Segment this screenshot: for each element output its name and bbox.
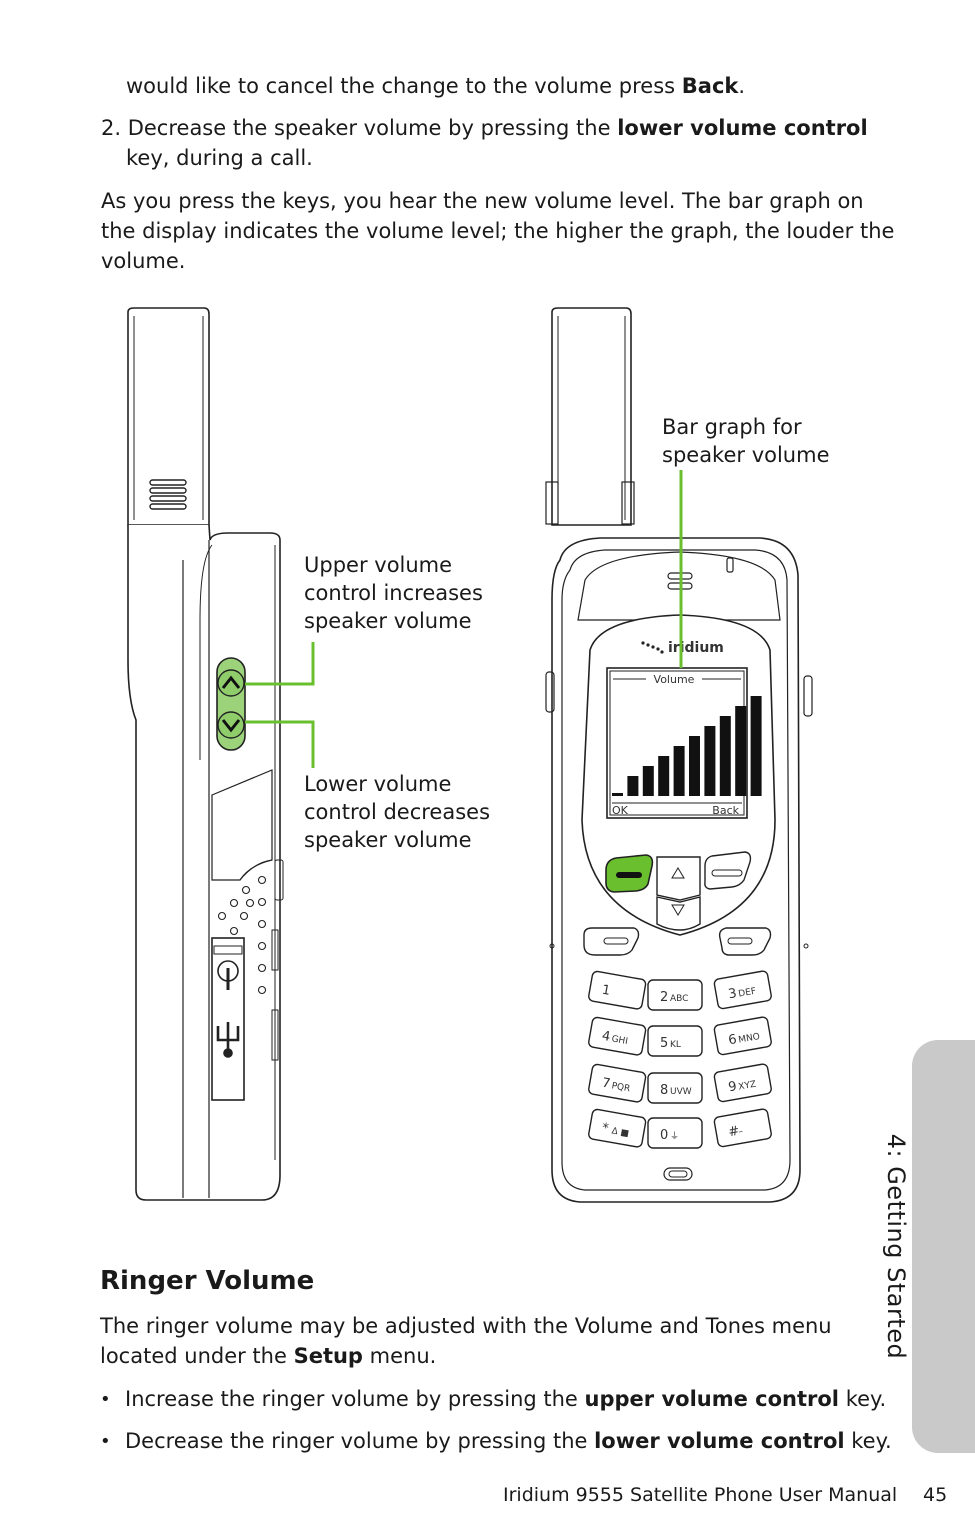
volume-bar-graph — [612, 696, 762, 796]
keypad-key[interactable]: *Δ ■ — [588, 1108, 647, 1148]
screen-softkey-back: Back — [712, 804, 739, 817]
keypad-key-number: 6 — [727, 1032, 738, 1048]
antenna-grille — [149, 479, 187, 510]
callout-line: control increases — [304, 581, 483, 605]
callout-line: control decreases — [304, 800, 491, 824]
keypad-key-number: * — [601, 1121, 610, 1137]
volume-bar — [658, 756, 670, 796]
callout-leaders-side — [245, 642, 315, 768]
page-number: 45 — [923, 1484, 948, 1506]
step-2: 2. Decrease the speaker volume by pressi… — [101, 116, 868, 140]
bullet-item-2: Decrease the ringer volume by pressing t… — [125, 1429, 892, 1453]
footer-title: Iridium 9555 Satellite Phone User Manual — [503, 1484, 898, 1506]
keypad-key[interactable]: #– — [713, 1108, 772, 1148]
speaker-holes — [217, 875, 267, 995]
volume-bar — [735, 706, 747, 796]
section-heading: Ringer Volume — [100, 1266, 315, 1296]
bullet-marker: • — [100, 1389, 111, 1410]
step-2-continuation: key, during a call. — [126, 146, 313, 170]
keypad-key-number: 7 — [601, 1076, 612, 1092]
keypad-key-number: 4 — [601, 1029, 612, 1045]
intro-line-continuation: would like to cancel the change to the v… — [126, 74, 746, 98]
keypad-key-number: 5 — [660, 1036, 668, 1051]
keypad-key-number: 0 — [660, 1128, 668, 1143]
keypad-key-number: # — [727, 1124, 740, 1141]
bullet-item-1: Increase the ringer volume by pressing t… — [125, 1387, 887, 1411]
keypad-key-number: 1 — [601, 983, 612, 999]
intro-paragraph-line-1: As you press the keys, you hear the new … — [101, 189, 864, 213]
screen-softkey-ok: OK — [612, 804, 629, 817]
section-paragraph-line-1: The ringer volume may be adjusted with t… — [100, 1314, 832, 1338]
screen-title: Volume — [654, 673, 695, 686]
volume-bar — [719, 716, 731, 796]
chevron-down-icon — [221, 719, 241, 733]
chapter-tab-label: 4: Getting Started — [882, 1133, 910, 1360]
keypad-key-number: 3 — [727, 986, 738, 1002]
callout-upper-volume: Upper volume control increases speaker v… — [304, 551, 483, 635]
callout-line: speaker volume — [304, 609, 472, 633]
chapter-tab[interactable]: 4: Getting Started — [882, 1040, 975, 1453]
keypad-key[interactable]: 1 — [588, 970, 647, 1010]
volume-bar — [750, 696, 762, 796]
bullet-marker: • — [100, 1431, 111, 1452]
chevron-up-icon — [221, 675, 241, 689]
volume-bar — [642, 766, 654, 796]
callout-line: speaker volume — [662, 443, 830, 467]
keypad-key-letters: MNO — [738, 1032, 761, 1046]
keypad-key-letters: – — [738, 1127, 745, 1138]
keypad-key-number: 8 — [660, 1083, 668, 1098]
keypad-key-number: 9 — [727, 1079, 738, 1095]
brand-logo-mark — [641, 641, 664, 654]
intro-paragraph-line-3: volume. — [101, 249, 186, 273]
keypad-key-letters: ABC — [670, 994, 688, 1004]
keypad-key-letters: GHI — [611, 1034, 629, 1047]
keypad-key-letters: UVW — [670, 1087, 692, 1097]
volume-bar — [612, 793, 623, 796]
callout-line: Upper volume — [304, 553, 453, 577]
side-volume-keys — [216, 657, 246, 751]
keypad-key-letters: XYZ — [738, 1080, 757, 1093]
volume-bar — [704, 726, 716, 796]
keypad-key-letters: Δ ■ — [611, 1126, 630, 1139]
callout-lower-volume: Lower volume control decreases speaker v… — [304, 770, 490, 854]
keypad-key-letters: KL — [670, 1040, 681, 1050]
callout-line: Bar graph for — [662, 415, 802, 439]
keypad-key-letters: ⏚ — [670, 1131, 679, 1142]
volume-bar — [673, 746, 685, 796]
send-key-icon — [616, 872, 642, 878]
volume-bar — [627, 776, 639, 796]
volume-bar — [689, 736, 700, 796]
callout-bar-graph: Bar graph for speaker volume — [662, 413, 830, 469]
keypad-key-letters: PQR — [611, 1081, 631, 1094]
brand-logo: iridium — [668, 640, 724, 656]
keypad-key[interactable]: 0⏚ — [647, 1117, 703, 1149]
keypad-key-letters: DEF — [738, 987, 757, 1000]
section-paragraph-line-2: located under the Setup menu. — [100, 1344, 437, 1368]
side-view-phone — [127, 307, 284, 1201]
callout-line: Lower volume — [304, 772, 452, 796]
callout-line: speaker volume — [304, 828, 472, 852]
keypad-key-number: 2 — [660, 990, 668, 1005]
intro-paragraph-line-2: the display indicates the volume level; … — [101, 219, 895, 243]
